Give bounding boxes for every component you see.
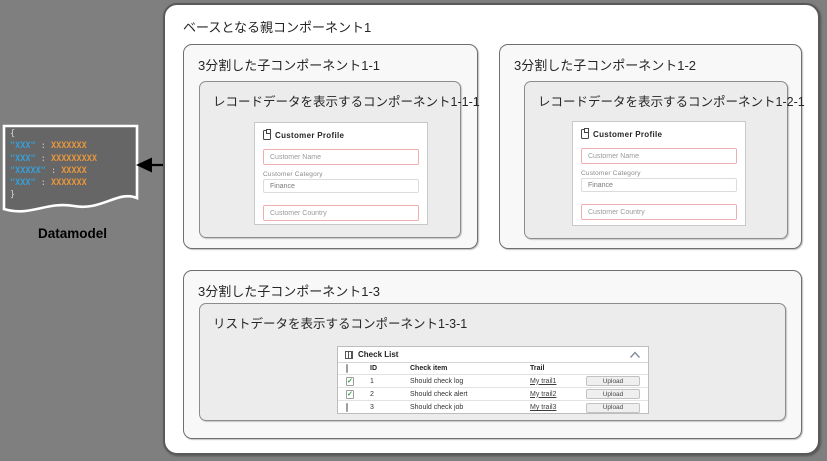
check-list-title: Check List	[358, 350, 399, 359]
row-id: 2	[370, 390, 374, 398]
upload-button[interactable]: Upload	[586, 402, 640, 413]
row-checkbox[interactable]: ✓	[346, 376, 354, 386]
table-row: ✓ 1 Should check log My trail1 Upload	[338, 375, 648, 388]
code-line: "XXX" : XXXXXXX	[10, 141, 87, 152]
clipboard-icon	[263, 129, 271, 140]
code-line: "XXXXX" : XXXXX	[10, 165, 87, 176]
customer-profile-card: Customer Profile Customer Name Customer …	[254, 122, 428, 225]
upload-button[interactable]: Upload	[586, 376, 640, 386]
code-line: "XXX" : XXXXXXXXX	[10, 153, 98, 164]
child-component-1-2: 3分割した子コンポーネント1-2 レコードデータを表示するコンポーネント1-2-…	[499, 44, 805, 249]
customer-category-field[interactable]: Finance	[581, 178, 737, 192]
column-header-check-item: Check item	[410, 365, 448, 372]
datamodel-label: Datamodel	[37, 226, 108, 241]
record-component-title: レコードデータを表示するコンポーネント1-1-1	[213, 95, 480, 109]
check-list-header: Check List	[338, 347, 648, 362]
chevron-up-icon[interactable]	[629, 350, 641, 359]
customer-category-label: Customer Category	[263, 171, 323, 178]
card-title: Customer Profile	[275, 130, 345, 140]
record-component-title: レコードデータを表示するコンポーネント1-2-1	[538, 95, 805, 109]
customer-country-input[interactable]: Customer Country	[263, 205, 419, 221]
card-title: Customer Profile	[593, 129, 663, 139]
customer-category-label: Customer Category	[581, 170, 641, 177]
trail-link[interactable]: My trail2	[530, 390, 557, 398]
child-component-title: 3分割した子コンポーネント1-2	[514, 58, 697, 73]
list-component-title: リストデータを表示するコンポーネント1-3-1	[213, 317, 468, 331]
checklist-grid-icon	[345, 350, 353, 359]
customer-name-input[interactable]: Customer Name	[263, 149, 419, 165]
row-checkbox[interactable]: ✓	[346, 389, 354, 399]
trail-link[interactable]: My trail3	[530, 404, 557, 411]
customer-name-input[interactable]: Customer Name	[581, 148, 737, 164]
row-checkbox[interactable]	[346, 403, 348, 412]
child-component-1-1: 3分割した子コンポーネント1-1 レコードデータを表示するコンポーネント1-1-…	[183, 44, 480, 249]
record-component-1-2-1: レコードデータを表示するコンポーネント1-2-1 Customer Profil…	[524, 81, 805, 239]
check-list-panel: Check List ID Check item Trail	[337, 346, 649, 414]
child-component-1-3: 3分割した子コンポーネント1-3 リストデータを表示するコンポーネント1-3-1…	[183, 270, 802, 439]
row-item: Should check log	[410, 377, 464, 385]
select-all-checkbox[interactable]	[346, 364, 348, 373]
customer-country-input[interactable]: Customer Country	[581, 204, 737, 220]
clipboard-icon	[581, 128, 589, 139]
row-id: 3	[370, 404, 374, 411]
child-component-title: 3分割した子コンポーネント1-1	[198, 58, 381, 73]
customer-profile-card: Customer Profile Customer Name Customer …	[572, 121, 746, 226]
table-row: 3 Should check job My trail3 Upload	[338, 401, 648, 414]
row-item: Should check alert	[410, 390, 468, 398]
datamodel-code-block: { "XXX" : XXXXXXX "XXX" : XXXXXXXXX "XXX…	[10, 128, 138, 202]
parent-component-box: ベースとなる親コンポーネント1 3分割した子コンポーネント1-1 レコードデータ…	[163, 3, 820, 455]
parent-component-title: ベースとなる親コンポーネント1	[183, 20, 372, 35]
upload-button[interactable]: Upload	[586, 389, 640, 399]
child-component-title: 3分割した子コンポーネント1-3	[198, 284, 381, 299]
table-row: ✓ 2 Should check alert My trail2 Upload	[338, 388, 648, 401]
card-header: Customer Profile	[581, 128, 737, 139]
code-line: {	[10, 129, 16, 139]
row-item: Should check job	[410, 404, 464, 411]
card-header: Customer Profile	[263, 129, 419, 140]
code-line: "XXX" : XXXXXXX	[10, 178, 87, 189]
column-header-id: ID	[370, 365, 377, 372]
datamodel-document-shape	[2, 124, 139, 213]
column-header-trail: Trail	[530, 365, 545, 372]
trail-link[interactable]: My trail1	[530, 377, 557, 385]
check-list-column-headers: ID Check item Trail	[338, 362, 648, 375]
record-component-1-1-1: レコードデータを表示するコンポーネント1-1-1 Customer Profil…	[199, 81, 480, 238]
code-line: }	[10, 190, 16, 201]
row-id: 1	[370, 377, 374, 385]
list-component-1-3-1: リストデータを表示するコンポーネント1-3-1 Check List ID	[199, 303, 786, 421]
customer-category-field[interactable]: Finance	[263, 179, 419, 193]
